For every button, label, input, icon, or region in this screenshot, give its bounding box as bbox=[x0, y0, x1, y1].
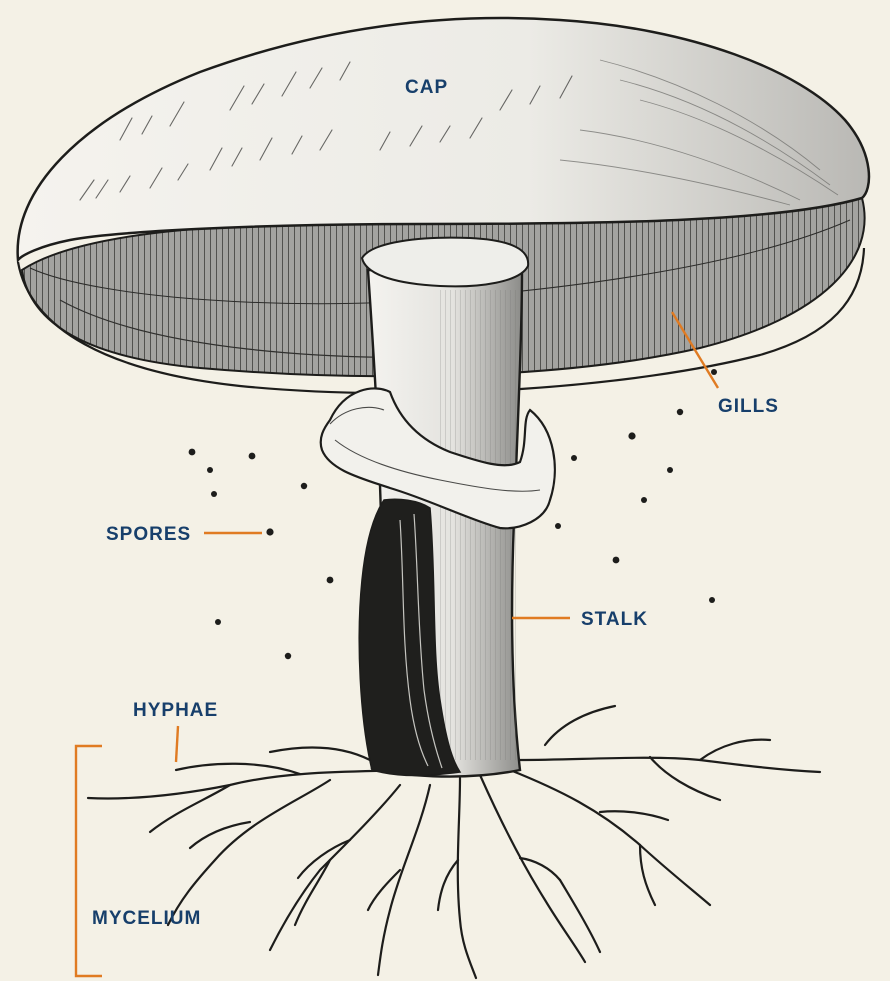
mycelium-label: MYCELIUM bbox=[92, 908, 201, 930]
spores-label: SPORES bbox=[106, 524, 191, 546]
hyphae-leader bbox=[176, 726, 178, 762]
mycelium-bracket bbox=[76, 746, 102, 976]
hyphae-label: HYPHAE bbox=[133, 700, 218, 722]
cap-label: CAP bbox=[405, 77, 448, 99]
stalk-label: STALK bbox=[581, 609, 648, 631]
gills-label: GILLS bbox=[718, 396, 779, 418]
